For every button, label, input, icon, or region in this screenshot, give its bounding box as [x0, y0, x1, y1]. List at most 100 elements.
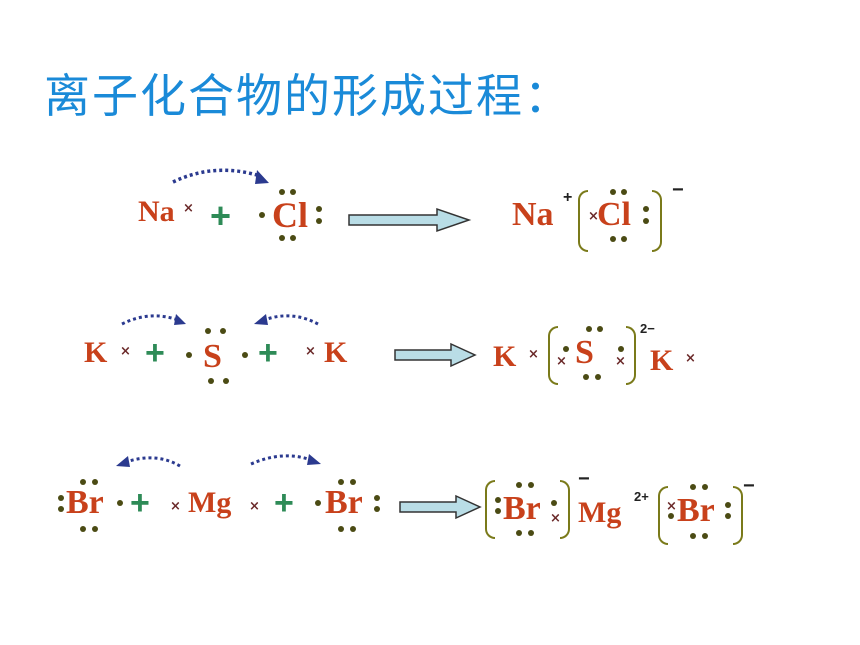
plus-sign: +	[210, 195, 232, 236]
plus-sign: +	[258, 334, 278, 372]
plus-sign: +	[274, 484, 294, 522]
plus-sign: +	[145, 334, 165, 372]
electron-dot	[551, 500, 557, 506]
right-bracket	[560, 480, 570, 539]
electron-mark: ×	[615, 354, 626, 369]
atom-k: K	[84, 336, 108, 369]
electron-dot	[516, 482, 522, 488]
reaction-arrow	[399, 494, 482, 520]
electron-dot	[208, 378, 214, 384]
electron-dot	[350, 526, 356, 532]
electron-dot	[290, 189, 296, 195]
charge-label: +	[563, 189, 573, 206]
electron-mark: ×	[556, 354, 567, 369]
left-bracket	[485, 480, 495, 539]
electron-dot	[374, 506, 380, 512]
electron-mark: ×	[528, 347, 539, 362]
electron-dot	[186, 352, 192, 358]
electron-mark: ×	[170, 499, 181, 514]
reaction-arrow	[394, 342, 477, 368]
charge-label: 2+	[634, 489, 649, 504]
electron-mark: ×	[685, 351, 696, 366]
plus-sign: +	[130, 484, 150, 522]
electron-dot	[528, 530, 534, 536]
electron-dot	[528, 482, 534, 488]
atom-s: S	[203, 338, 222, 375]
electron-dot	[583, 374, 589, 380]
electron-dot	[223, 378, 229, 384]
electron-dot	[643, 218, 649, 224]
electron-transfer-arrow	[254, 314, 319, 326]
electron-dot	[80, 526, 86, 532]
electron-dot	[279, 235, 285, 241]
electron-mark: ×	[666, 499, 677, 514]
electron-dot	[220, 328, 226, 334]
electron-dot	[668, 513, 674, 519]
charge-label: −	[743, 475, 755, 497]
electron-dot	[516, 530, 522, 536]
ion-br: Br	[503, 490, 541, 527]
ion-k: K	[650, 344, 674, 377]
electron-dot	[92, 526, 98, 532]
electron-dot	[338, 479, 344, 485]
atom-na: Na	[138, 195, 175, 228]
ion-br: Br	[677, 492, 715, 529]
electron-transfer-arrow	[121, 314, 186, 326]
electron-dot	[610, 236, 616, 242]
electron-dot	[279, 189, 285, 195]
left-bracket	[578, 190, 588, 252]
charge-label: −	[578, 468, 590, 490]
electron-dot	[290, 235, 296, 241]
electron-dot	[350, 479, 356, 485]
electron-dot	[702, 533, 708, 539]
page-title: 离子化合物的形成过程：	[44, 69, 572, 123]
charge-label: 2−	[640, 321, 655, 336]
electron-dot	[690, 484, 696, 490]
ion-na: Na	[512, 196, 554, 233]
atom-br: Br	[325, 484, 363, 521]
ion-k: K	[493, 340, 517, 373]
electron-mark: ×	[249, 499, 260, 514]
electron-dot	[586, 326, 592, 332]
electron-dot	[92, 479, 98, 485]
electron-dot	[610, 189, 616, 195]
electron-dot	[597, 326, 603, 332]
electron-dot	[702, 484, 708, 490]
electron-dot	[690, 533, 696, 539]
electron-transfer-arrow	[116, 456, 181, 468]
atom-mg: Mg	[188, 486, 232, 519]
electron-dot	[58, 495, 64, 501]
electron-dot	[316, 206, 322, 212]
electron-dot	[58, 506, 64, 512]
electron-mark: ×	[183, 201, 194, 216]
electron-dot	[117, 500, 123, 506]
electron-mark: ×	[120, 344, 131, 359]
left-bracket	[658, 486, 668, 545]
electron-mark: ×	[588, 209, 599, 224]
electron-dot	[618, 346, 624, 352]
ion-s: S	[575, 334, 594, 371]
electron-transfer-arrow	[172, 168, 269, 184]
electron-mark: ×	[305, 344, 316, 359]
electron-dot	[595, 374, 601, 380]
electron-dot	[338, 526, 344, 532]
electron-dot	[374, 495, 380, 501]
electron-mark: ×	[550, 511, 561, 526]
ion-mg: Mg	[578, 496, 622, 529]
charge-label: −	[672, 179, 684, 201]
electron-dot	[315, 500, 321, 506]
left-bracket	[548, 326, 558, 385]
electron-dot	[495, 497, 501, 503]
atom-cl: Cl	[272, 195, 308, 235]
electron-dot	[242, 352, 248, 358]
electron-dot	[316, 218, 322, 224]
ion-cl: Cl	[597, 196, 631, 233]
electron-dot	[495, 508, 501, 514]
electron-dot	[621, 189, 627, 195]
electron-dot	[563, 346, 569, 352]
electron-dot	[725, 502, 731, 508]
electron-dot	[621, 236, 627, 242]
right-bracket	[652, 190, 662, 252]
electron-dot	[80, 479, 86, 485]
electron-dot	[725, 513, 731, 519]
